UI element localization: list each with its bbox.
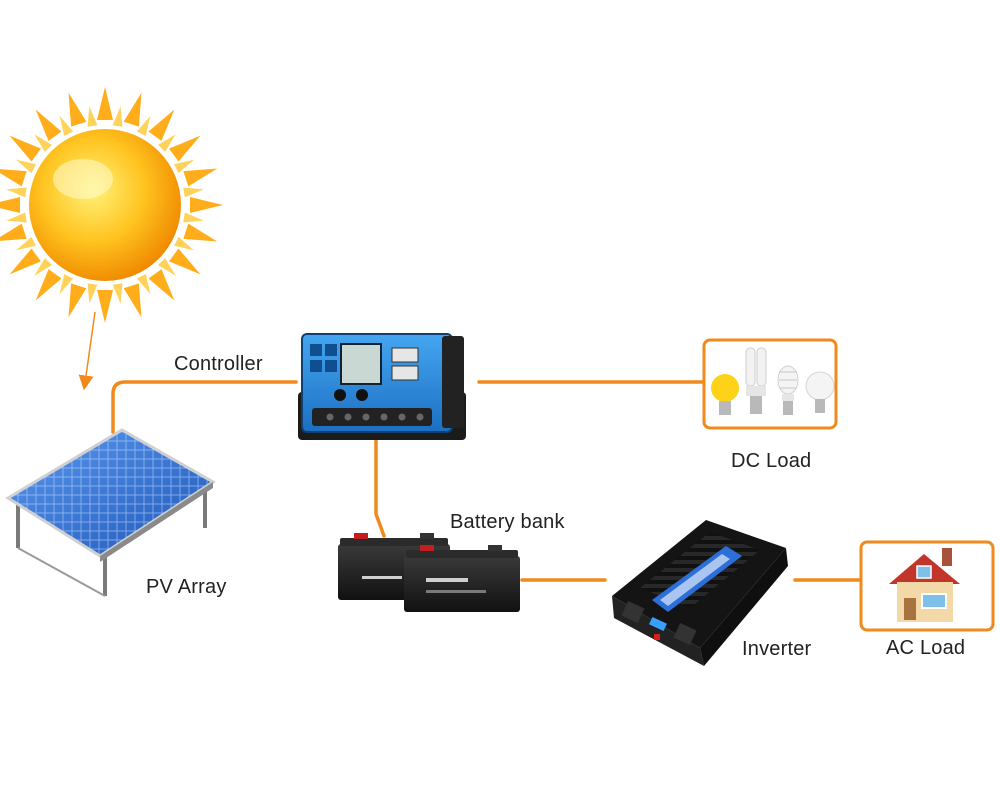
charge-controller-icon bbox=[298, 333, 466, 440]
pv-to-controller-line bbox=[111, 380, 298, 434]
label-ac-load: AC Load bbox=[886, 637, 966, 659]
label-controller: Controller bbox=[174, 353, 263, 375]
battery-icon bbox=[338, 533, 520, 612]
house-icon bbox=[889, 548, 960, 622]
solar-panel-icon bbox=[5, 428, 216, 597]
label-dc-load: DC Load bbox=[731, 450, 812, 472]
connector-lines bbox=[111, 380, 864, 582]
inverter-icon bbox=[612, 520, 788, 666]
sun-icon bbox=[0, 87, 223, 323]
light-bulb-icon bbox=[711, 347, 835, 415]
ac-load-box bbox=[859, 540, 995, 632]
label-battery-bank: Battery bank bbox=[450, 511, 565, 533]
label-inverter: Inverter bbox=[742, 638, 812, 660]
sunlight-arrow bbox=[78, 311, 96, 391]
label-pv-array: PV Array bbox=[146, 576, 227, 598]
controller-to-battery-line bbox=[374, 438, 386, 538]
dc-load-box bbox=[702, 338, 838, 430]
